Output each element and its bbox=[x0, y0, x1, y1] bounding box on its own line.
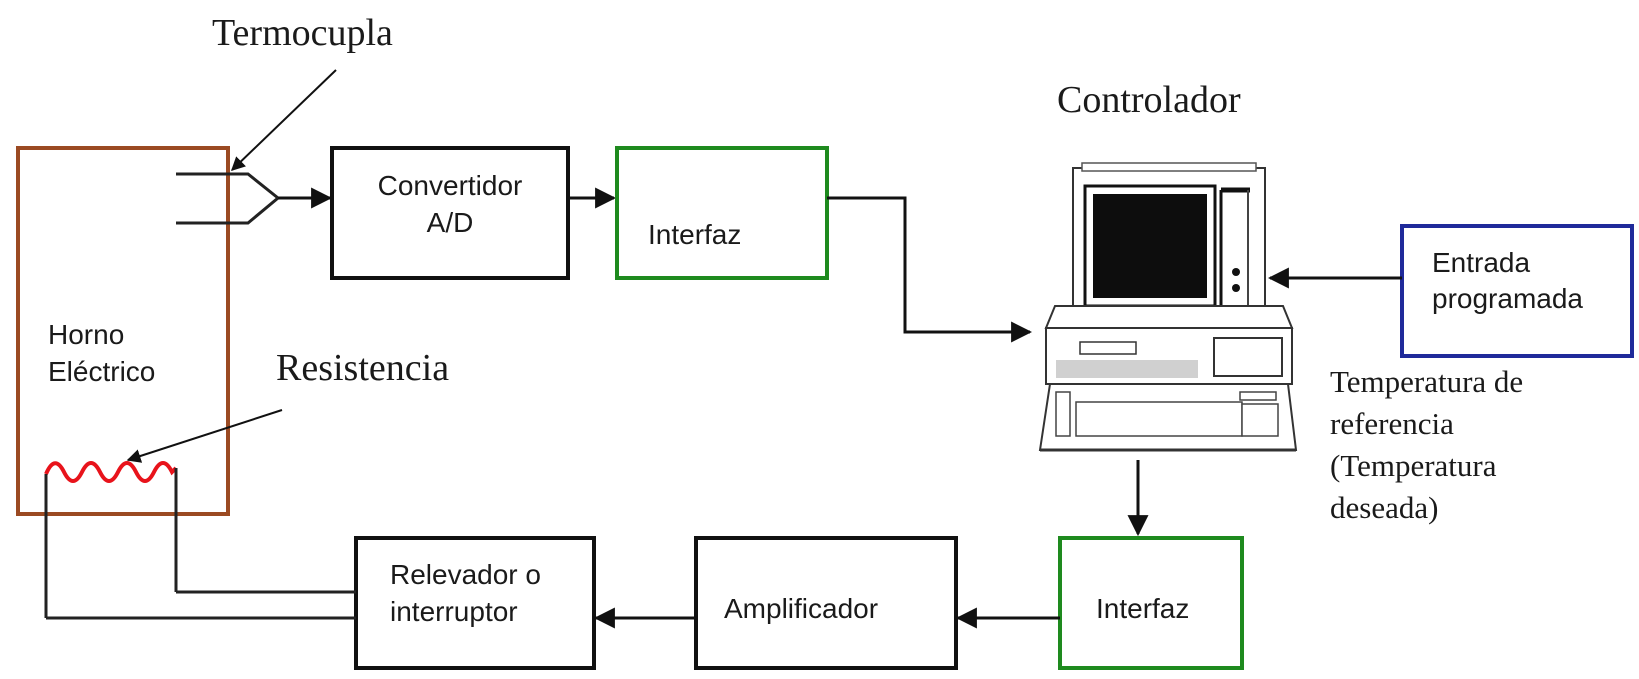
interfaz-bottom-label: Interfaz bbox=[1096, 593, 1189, 624]
resistencia-label: Resistencia bbox=[276, 347, 449, 389]
entrada-label-line1: Entrada bbox=[1432, 247, 1530, 278]
convertidor-ad-box bbox=[330, 146, 570, 280]
controlador-label: Controlador bbox=[1057, 79, 1241, 121]
interfaz-bottom-box bbox=[1058, 536, 1244, 670]
entrada-label-line2: programada bbox=[1432, 283, 1583, 314]
relevador-box bbox=[354, 536, 596, 670]
temp-ref-line4: deseada) bbox=[1330, 490, 1438, 525]
horno-electrico-box bbox=[16, 146, 230, 516]
interfaz-top-box bbox=[615, 146, 829, 280]
resistencia-pointer bbox=[126, 409, 283, 463]
convertidor-label-line2: A/D bbox=[427, 207, 474, 238]
temp-ref-line3: (Temperatura bbox=[1330, 448, 1497, 483]
amplificador-label: Amplificador bbox=[724, 593, 878, 624]
termocupla-pointer bbox=[230, 69, 337, 171]
interfaz-top-label: Interfaz bbox=[648, 219, 741, 250]
resistencia-coil bbox=[44, 461, 178, 483]
termocupla-label: Termocupla bbox=[212, 12, 393, 54]
temp-ref-line2: referencia bbox=[1330, 406, 1454, 441]
horno-label-line2: Eléctrico bbox=[48, 356, 155, 387]
relevador-label-line1: Relevador o bbox=[390, 559, 541, 590]
arrow-interfaz-to-controlador bbox=[827, 196, 1033, 343]
horno-label-line1: Horno bbox=[48, 319, 124, 350]
convertidor-label-line1: Convertidor bbox=[378, 170, 523, 201]
controlador-computer-icon bbox=[1038, 162, 1298, 452]
temp-ref-line1: Temperatura de bbox=[1330, 364, 1523, 399]
relevador-label-line2: interruptor bbox=[390, 596, 518, 627]
amplificador-box bbox=[694, 536, 958, 670]
entrada-programada-box bbox=[1400, 224, 1634, 358]
